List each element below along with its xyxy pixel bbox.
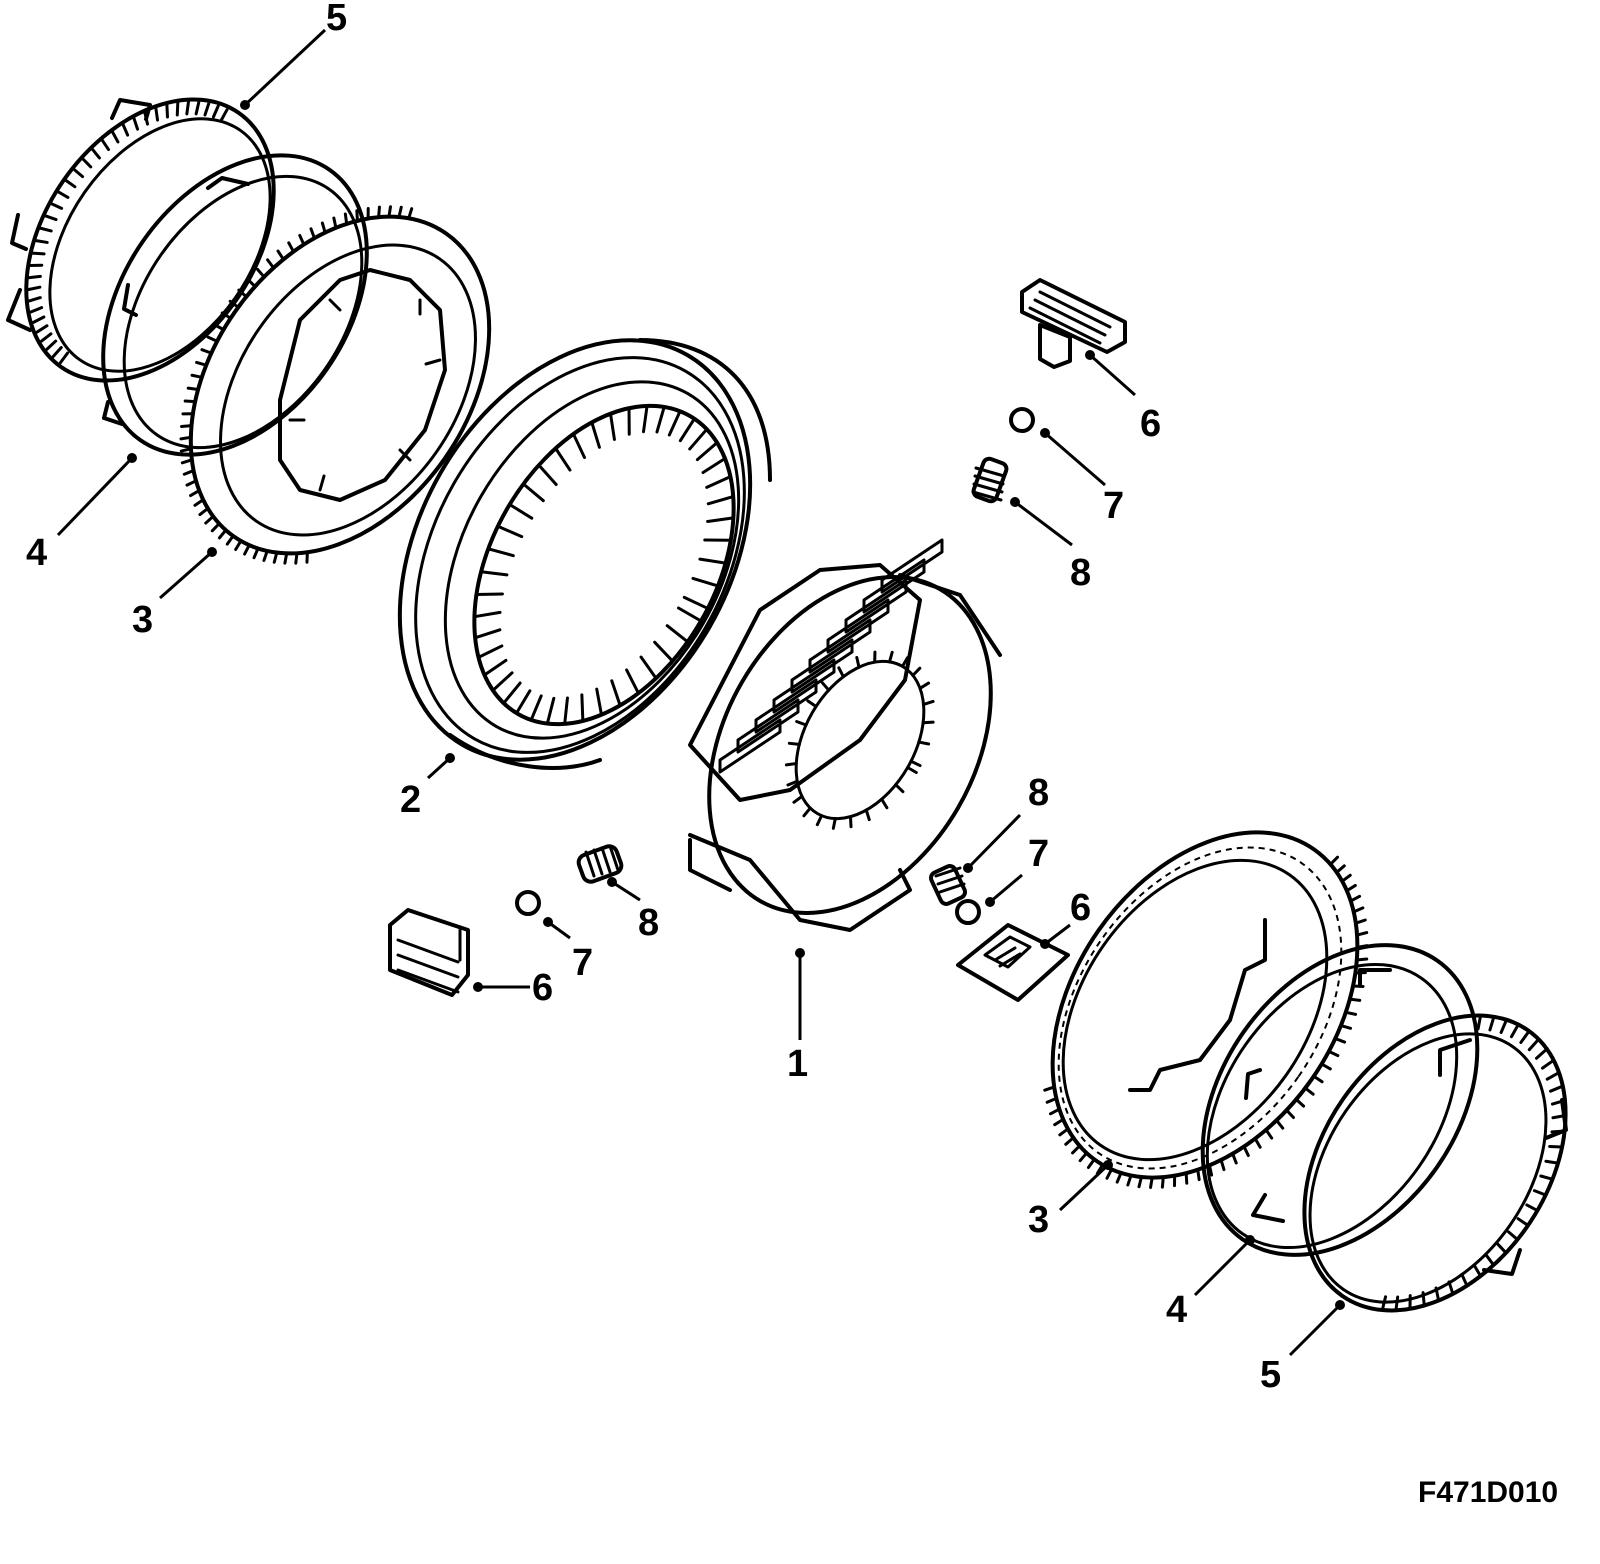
part-4-ring-top-left	[101, 153, 369, 457]
callout-8-hub: 8	[1028, 772, 1049, 814]
callout-7-left: 7	[572, 942, 593, 984]
part-1-synchro-hub	[688, 538, 1002, 932]
leader-lines	[56, 28, 1345, 1357]
callout-6-hub: 6	[1070, 887, 1091, 929]
callout-3-bottom: 3	[1028, 1199, 1049, 1241]
part-5-ring-bottom-right	[1302, 1013, 1568, 1313]
part-6-key-hub-right	[956, 923, 1070, 1002]
callout-8-top: 8	[1070, 552, 1091, 594]
callout-8-left: 8	[638, 902, 659, 944]
part-8-spring-hub-right	[929, 864, 967, 906]
part-3-ring-top-left	[179, 205, 492, 565]
part-4-ring-bottom-right	[1200, 943, 1480, 1257]
part-5-ring-top-left	[6, 97, 276, 383]
part-3-ring-bottom-right	[1043, 830, 1369, 1189]
part-8-spring-left	[576, 844, 624, 884]
callout-1: 1	[787, 1043, 808, 1085]
callout-4-top: 4	[26, 532, 47, 574]
callout-4-bottom: 4	[1166, 1289, 1187, 1331]
part-7-ball-hub-right	[955, 899, 981, 925]
callout-3-top: 3	[132, 599, 153, 641]
figure-code: F471D010	[1418, 1476, 1558, 1509]
callout-6-top: 6	[1140, 403, 1161, 445]
callout-7-top: 7	[1103, 485, 1124, 527]
part-7-ball-left	[515, 890, 541, 916]
callout-7-hub: 7	[1028, 833, 1049, 875]
part-2-sliding-sleeve	[397, 338, 772, 770]
callout-2: 2	[400, 779, 421, 821]
part-6-key-top-right	[1020, 278, 1127, 369]
part-6-key-left	[388, 908, 470, 997]
part-7-ball-top-right	[1009, 407, 1035, 433]
callout-6-left: 6	[532, 967, 553, 1009]
callout-5-top: 5	[326, 0, 347, 39]
part-8-spring-top-right	[971, 456, 1009, 504]
callout-5-bottom: 5	[1260, 1354, 1281, 1396]
